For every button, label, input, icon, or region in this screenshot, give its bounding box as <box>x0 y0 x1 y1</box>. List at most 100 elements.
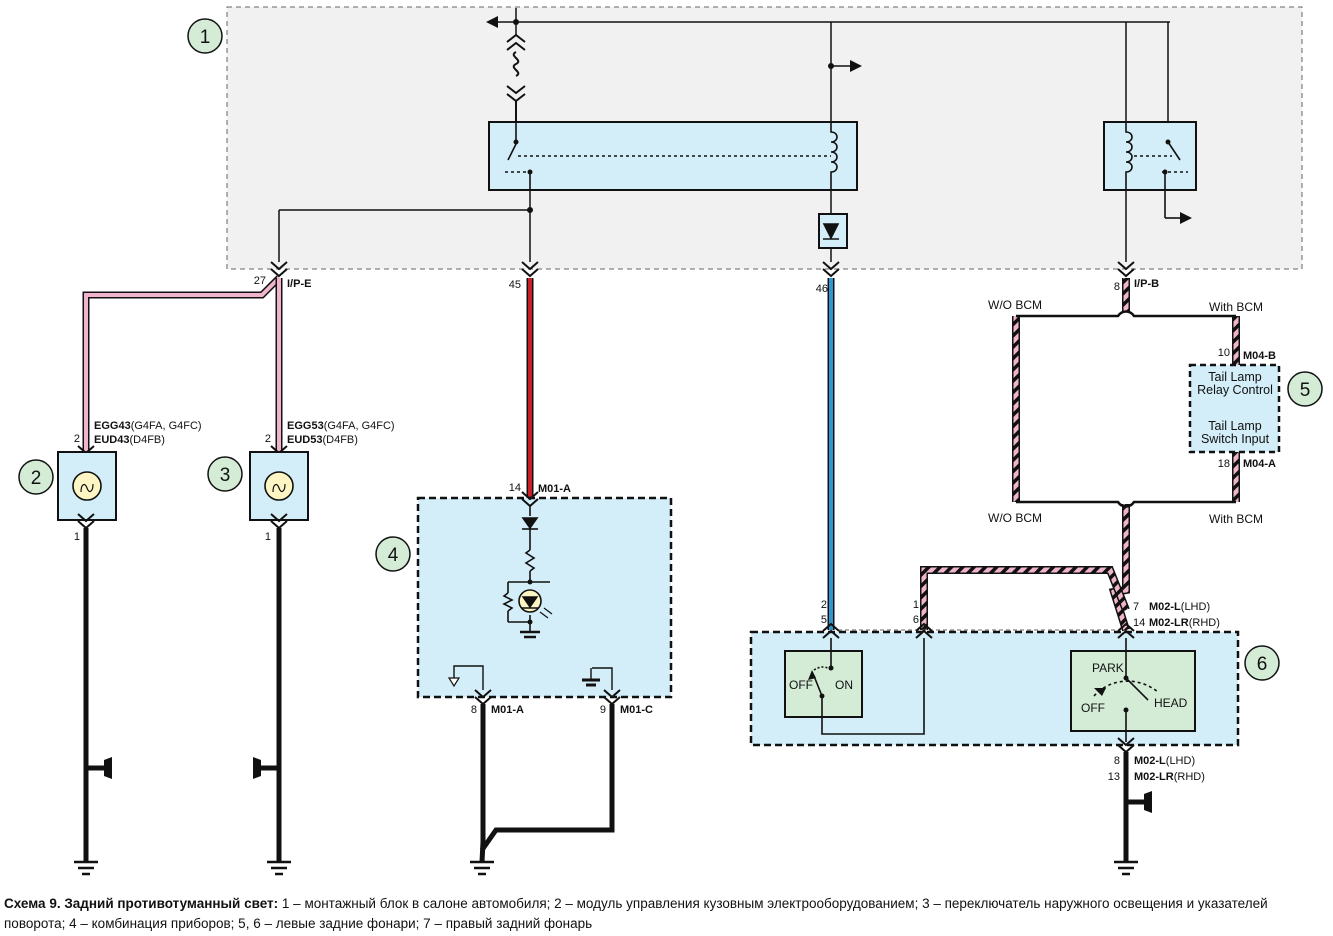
lamp-2 <box>57 445 117 530</box>
junction-dot <box>527 207 533 213</box>
cluster-internal-wires <box>453 665 613 690</box>
connector-label: M01-C <box>620 704 653 716</box>
junction-dot <box>513 19 519 25</box>
junction-dot <box>527 579 533 585</box>
pin-label: 14 <box>1133 617 1145 629</box>
wiring-diagram: 1 2 3 4 5 6 27 45 46 8 2 1 2 1 14 8 9 2 … <box>18 6 1323 876</box>
splice-icon <box>1144 791 1152 813</box>
ground-icon <box>1114 860 1138 876</box>
bcm-label: Switch Input <box>1201 432 1270 446</box>
pin-label: 8 <box>471 704 477 716</box>
bcm-label: Relay Control <box>1197 383 1273 397</box>
switch-label: HEAD <box>1154 696 1188 710</box>
contact-dot <box>819 693 825 699</box>
relay-box-tail <box>1103 121 1197 191</box>
connector-chevron <box>1117 622 1135 639</box>
pin-label: 2 <box>74 433 80 445</box>
connector-label: I/P-E <box>287 278 311 290</box>
arrow-right-icon <box>1180 212 1192 224</box>
pin-label: 8 <box>1114 281 1120 293</box>
arrow-left-icon <box>486 16 498 28</box>
light-rays-icon <box>539 607 553 619</box>
junction-internal-wires <box>278 190 1127 262</box>
connector-chevron <box>915 622 933 639</box>
connector-label: M01-A <box>538 483 571 495</box>
svg-text:5: 5 <box>1300 380 1311 401</box>
ground-icon <box>470 860 494 876</box>
option-label: With BCM <box>1209 300 1263 314</box>
bcm-box <box>1188 363 1281 454</box>
pin-label: 9 <box>600 704 606 716</box>
option-label: W/O BCM <box>988 511 1042 525</box>
connector-label: EGG53(G4FA, G4FC) <box>287 420 395 432</box>
contact-dot <box>828 665 834 671</box>
arrow-icon <box>1094 688 1106 696</box>
switch-label: PARK <box>1092 661 1124 675</box>
connector-label: M02-L(LHD) <box>1149 601 1210 613</box>
relay-coil-icon <box>830 122 838 190</box>
wire-black-ground <box>479 704 615 863</box>
fog-switch-contacts <box>813 638 925 735</box>
wire-pink-lamp2 <box>84 276 281 452</box>
wire-black-ground <box>1123 752 1144 862</box>
connector-label: M04-B <box>1243 350 1276 362</box>
lamp-bulb-icon <box>521 596 539 609</box>
switch-label: OFF <box>1081 701 1105 715</box>
bcm-label: Tail Lamp <box>1208 419 1262 433</box>
pin-label: 2 <box>265 433 271 445</box>
svg-text:1: 1 <box>200 27 211 48</box>
ground-icon <box>520 630 540 639</box>
contact-dot <box>1123 675 1129 681</box>
option-label: With BCM <box>1209 512 1263 526</box>
junction-dot <box>527 619 533 625</box>
svg-text:3: 3 <box>220 465 231 486</box>
pin-label: 18 <box>1218 458 1230 470</box>
callout-2: 2 <box>18 459 54 495</box>
ground-icon <box>267 860 291 876</box>
pin-label: 13 <box>1108 771 1120 783</box>
arrow-up-icon <box>808 670 816 680</box>
connector-label: EGG43(G4FA, G4FC) <box>94 420 202 432</box>
wire-splice-lines <box>1016 310 1236 508</box>
pin-label: 1 <box>74 531 80 543</box>
connector-chevron <box>822 622 840 639</box>
pin-label: 14 <box>509 482 521 494</box>
fog-switch <box>784 650 863 718</box>
figure-caption: Схема 9. Задний противотуманный свет: 1 … <box>4 894 1329 934</box>
relay-contact-dot <box>1162 169 1168 175</box>
ground-icon <box>74 860 98 876</box>
pin-label: 6 <box>913 614 919 626</box>
svg-text:2: 2 <box>31 468 42 489</box>
connector-label: I/P-B <box>1134 278 1159 290</box>
switch-label: OFF <box>789 678 813 692</box>
connector-label: EUD53(D4FB) <box>287 434 358 446</box>
callout-4: 4 <box>375 536 411 572</box>
relay-contact-dot <box>527 169 533 175</box>
wire-striped <box>920 278 1240 632</box>
pin-label: 46 <box>816 283 828 295</box>
junction-dot <box>828 63 834 69</box>
splice-icon <box>104 757 112 779</box>
pin-label: 45 <box>509 279 521 291</box>
diode-icon <box>822 223 840 240</box>
pin-label: 1 <box>913 599 919 611</box>
wire-black-ground <box>83 528 282 862</box>
diode-box <box>818 213 848 249</box>
caption-text: 1 – монтажный блок в салоне автомобиля; … <box>4 896 1268 931</box>
caption-title: Схема 9. Задний противотуманный свет: <box>4 896 279 911</box>
callout-5: 5 <box>1287 371 1323 407</box>
connector-label: M04-A <box>1243 458 1276 470</box>
switch-label: ON <box>835 678 853 692</box>
arrow-right-icon <box>850 60 862 72</box>
connector-label: M02-LR(RHD) <box>1149 617 1220 629</box>
pin-label: 27 <box>254 275 266 287</box>
contact-dot <box>1123 707 1129 713</box>
connector-chevrons <box>270 261 1135 278</box>
pin-label: 2 <box>821 599 827 611</box>
ground-triangle-icon <box>447 677 461 688</box>
callout-3: 3 <box>207 456 243 492</box>
pin-label: 10 <box>1218 347 1230 359</box>
option-label: W/O BCM <box>988 298 1042 312</box>
connector-label: M02-L(LHD) <box>1134 755 1195 767</box>
connector-label: M02-LR(RHD) <box>1134 771 1205 783</box>
